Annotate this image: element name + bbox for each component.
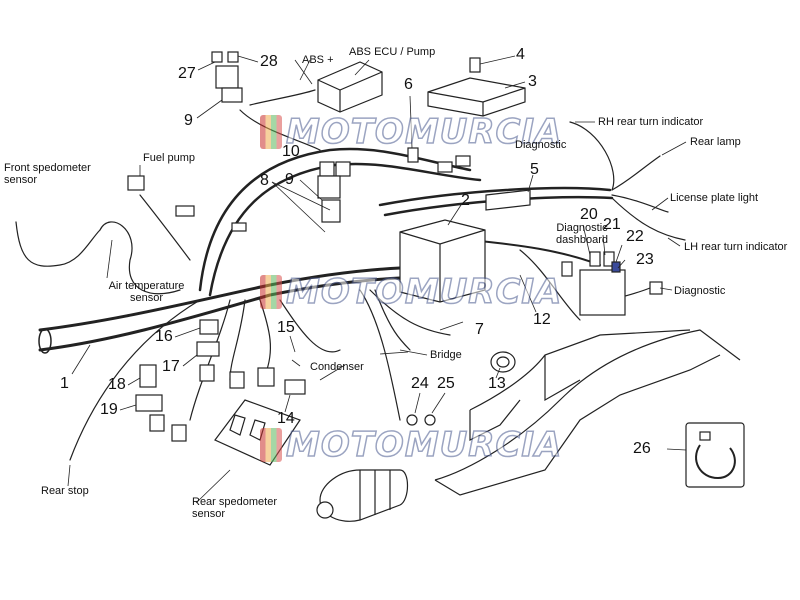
watermark-flag xyxy=(260,275,282,309)
part-number-10: 10 xyxy=(282,143,300,160)
part-number-21: 21 xyxy=(603,216,621,233)
part-number-22: 22 xyxy=(626,228,644,245)
label-diagnostic-right: Diagnostic xyxy=(674,285,726,297)
label-fuel-pump: Fuel pump xyxy=(143,152,195,164)
battery xyxy=(399,219,486,303)
abs-ecu xyxy=(317,61,383,113)
part-number-9-top: 9 xyxy=(184,112,193,129)
part-number-28: 28 xyxy=(260,53,278,70)
part-number-13: 13 xyxy=(488,375,506,392)
part-number-2: 2 xyxy=(461,192,470,209)
part-number-23: 23 xyxy=(636,251,654,268)
relays xyxy=(135,319,306,442)
label-front-speedometer-sensor: Front spedometer sensor xyxy=(4,162,91,186)
part-number-4: 4 xyxy=(516,46,525,63)
part-number-26: 26 xyxy=(633,440,651,457)
part-number-8: 8 xyxy=(260,172,269,189)
watermark-text: MOTOMURCIA xyxy=(285,111,563,153)
label-rear-lamp: Rear lamp xyxy=(690,136,741,148)
label-condenser: Condenser xyxy=(310,361,364,373)
fuse-box xyxy=(427,77,526,117)
part-number-5: 5 xyxy=(530,161,539,178)
part-number-15: 15 xyxy=(277,319,295,336)
label-rh-rear-turn-indicator: RH rear turn indicator xyxy=(598,116,704,128)
starter-motor xyxy=(316,469,409,522)
watermark: MOTOMURCIA xyxy=(260,271,563,313)
label-plate xyxy=(485,189,531,211)
watermark-flag xyxy=(260,428,282,462)
part-number-14: 14 xyxy=(277,410,295,427)
part-number-3: 3 xyxy=(528,73,537,90)
watermark-text: MOTOMURCIA xyxy=(285,271,563,313)
part-number-24: 24 xyxy=(411,375,429,392)
label-rear-stop: Rear stop xyxy=(41,485,89,497)
label-abs-ecu: ABS ECU / Pump xyxy=(349,46,436,58)
part-number-17: 17 xyxy=(162,358,180,375)
label-abs-plus: ABS + xyxy=(302,54,334,66)
label-diagnostic-top: Diagnostic xyxy=(515,139,567,151)
main-harness-trunk xyxy=(38,266,402,332)
label-diagnostic-dashboard: Diagnostic dashboard xyxy=(556,222,608,246)
watermark: MOTOMURCIA xyxy=(260,424,563,466)
label-lh-rear-turn-indicator: LH rear turn indicator xyxy=(684,241,788,253)
part-number-16: 16 xyxy=(155,328,173,345)
rear-frame xyxy=(434,329,741,496)
watermark-flag xyxy=(260,115,282,149)
watermark: MOTOMURCIA xyxy=(260,111,563,153)
part-number-12: 12 xyxy=(533,311,551,328)
part-number-1: 1 xyxy=(60,375,69,392)
fasteners xyxy=(406,414,436,426)
part-number-27: 27 xyxy=(178,65,196,82)
label-air-temperature-sensor: Air temperature sensor xyxy=(108,280,185,304)
label-license-plate-light: License plate light xyxy=(670,192,759,204)
clamp-inset xyxy=(685,422,745,488)
label-bridge: Bridge xyxy=(430,349,462,361)
part-number-9-mid: 9 xyxy=(285,171,294,188)
abs-connectors xyxy=(127,51,481,232)
part-number-6: 6 xyxy=(404,76,413,93)
part-number-19: 19 xyxy=(100,401,118,418)
label-rear-speedometer-sensor: Rear spedometer sensor xyxy=(192,496,277,520)
watermark-text: MOTOMURCIA xyxy=(285,424,563,466)
part-number-25: 25 xyxy=(437,375,455,392)
part-number-20: 20 xyxy=(580,206,598,223)
part-number-7: 7 xyxy=(475,321,484,338)
diagnostic-block xyxy=(561,251,663,316)
part-number-18: 18 xyxy=(108,376,126,393)
socket xyxy=(490,351,516,373)
harness-end xyxy=(38,328,52,354)
